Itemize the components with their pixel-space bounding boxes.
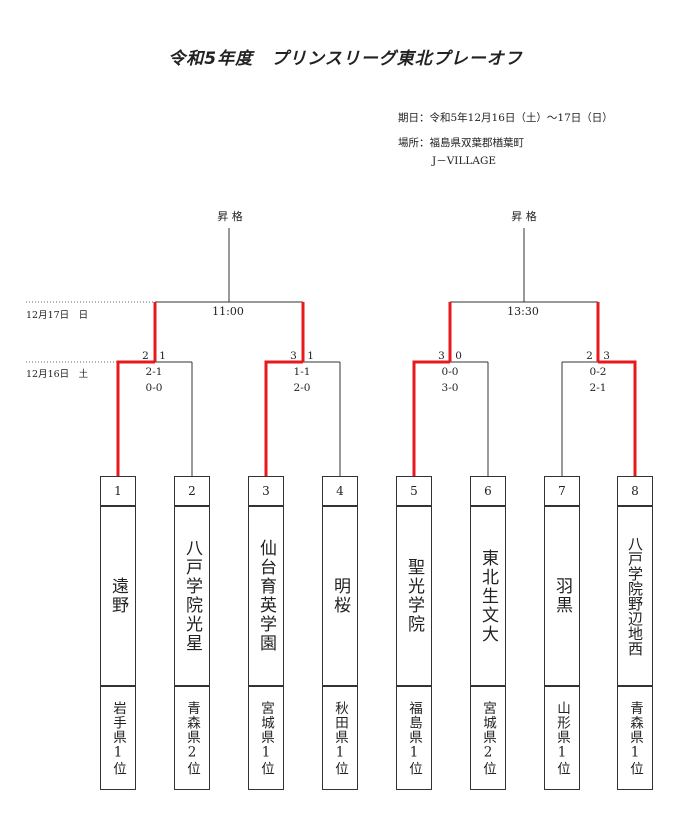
team-2-seed: 2 [174, 476, 210, 506]
team-7-seed: 7 [544, 476, 580, 506]
semi-4-first-leg: 0-2 [589, 366, 607, 378]
page-title: 令和5年度 プリンスリーグ東北プレーオフ [168, 49, 523, 69]
team-1-prefecture: 岩手県1位 [100, 686, 136, 790]
team-8-seed: 8 [617, 476, 653, 506]
match-venue: 場所：福島県双葉郡楢葉町 [398, 137, 524, 149]
team-7-prefecture: 山形県1位 [544, 686, 580, 790]
match-venue-name: J－VILLAGE [432, 155, 497, 167]
team-2-prefecture: 青森県2位 [174, 686, 210, 790]
date-label-day1: 12月16日 土 [26, 369, 89, 380]
match-period: 期日：令和5年12月16日（土）～17日（日） [398, 112, 613, 124]
team-2-name: 八戸学院光星 [174, 506, 210, 686]
team-5-name: 聖光学院 [396, 506, 432, 686]
team-4-seed: 4 [322, 476, 358, 506]
team-5-seed: 5 [396, 476, 432, 506]
date-label-day2: 12月17日 日 [26, 310, 89, 321]
promotion-label-left: 昇 格 [217, 210, 243, 223]
winner-path-team-8 [598, 360, 637, 476]
winner-path-team-1 [116, 360, 155, 476]
team-8-prefecture: 青森県1位 [617, 686, 653, 790]
team-6-prefecture: 宮城県2位 [470, 686, 506, 790]
promotion-label-right: 昇 格 [511, 210, 537, 223]
team-3-seed: 3 [248, 476, 284, 506]
final-time-right: 13:30 [507, 305, 539, 318]
final-time-left: 11:00 [212, 305, 244, 318]
team-6-name: 東北生文大 [470, 506, 506, 686]
team-3-name: 仙台育英学園 [248, 506, 284, 686]
semi-1-second-leg: 0-0 [145, 382, 163, 394]
semi-2-second-leg: 2-0 [293, 382, 311, 394]
winner-path-team-3 [264, 360, 303, 476]
team-6-seed: 6 [470, 476, 506, 506]
team-4-prefecture: 秋田県1位 [322, 686, 358, 790]
team-5-prefecture: 福島県1位 [396, 686, 432, 790]
semi-3-second-leg: 3-0 [441, 382, 459, 394]
semi-1-first-leg: 2-1 [145, 366, 163, 378]
team-3-prefecture: 宮城県1位 [248, 686, 284, 790]
team-7-name: 羽黒 [544, 506, 580, 686]
semi-4-second-leg: 2-1 [589, 382, 607, 394]
winner-path-team-5 [412, 360, 450, 476]
team-4-name: 明桜 [322, 506, 358, 686]
team-1-name: 遠野 [100, 506, 136, 686]
team-1-seed: 1 [100, 476, 136, 506]
team-8-name: 八戸学院野辺地西 [617, 506, 653, 686]
semi-3-first-leg: 0-0 [441, 366, 459, 378]
semi-2-first-leg: 1-1 [293, 366, 311, 378]
